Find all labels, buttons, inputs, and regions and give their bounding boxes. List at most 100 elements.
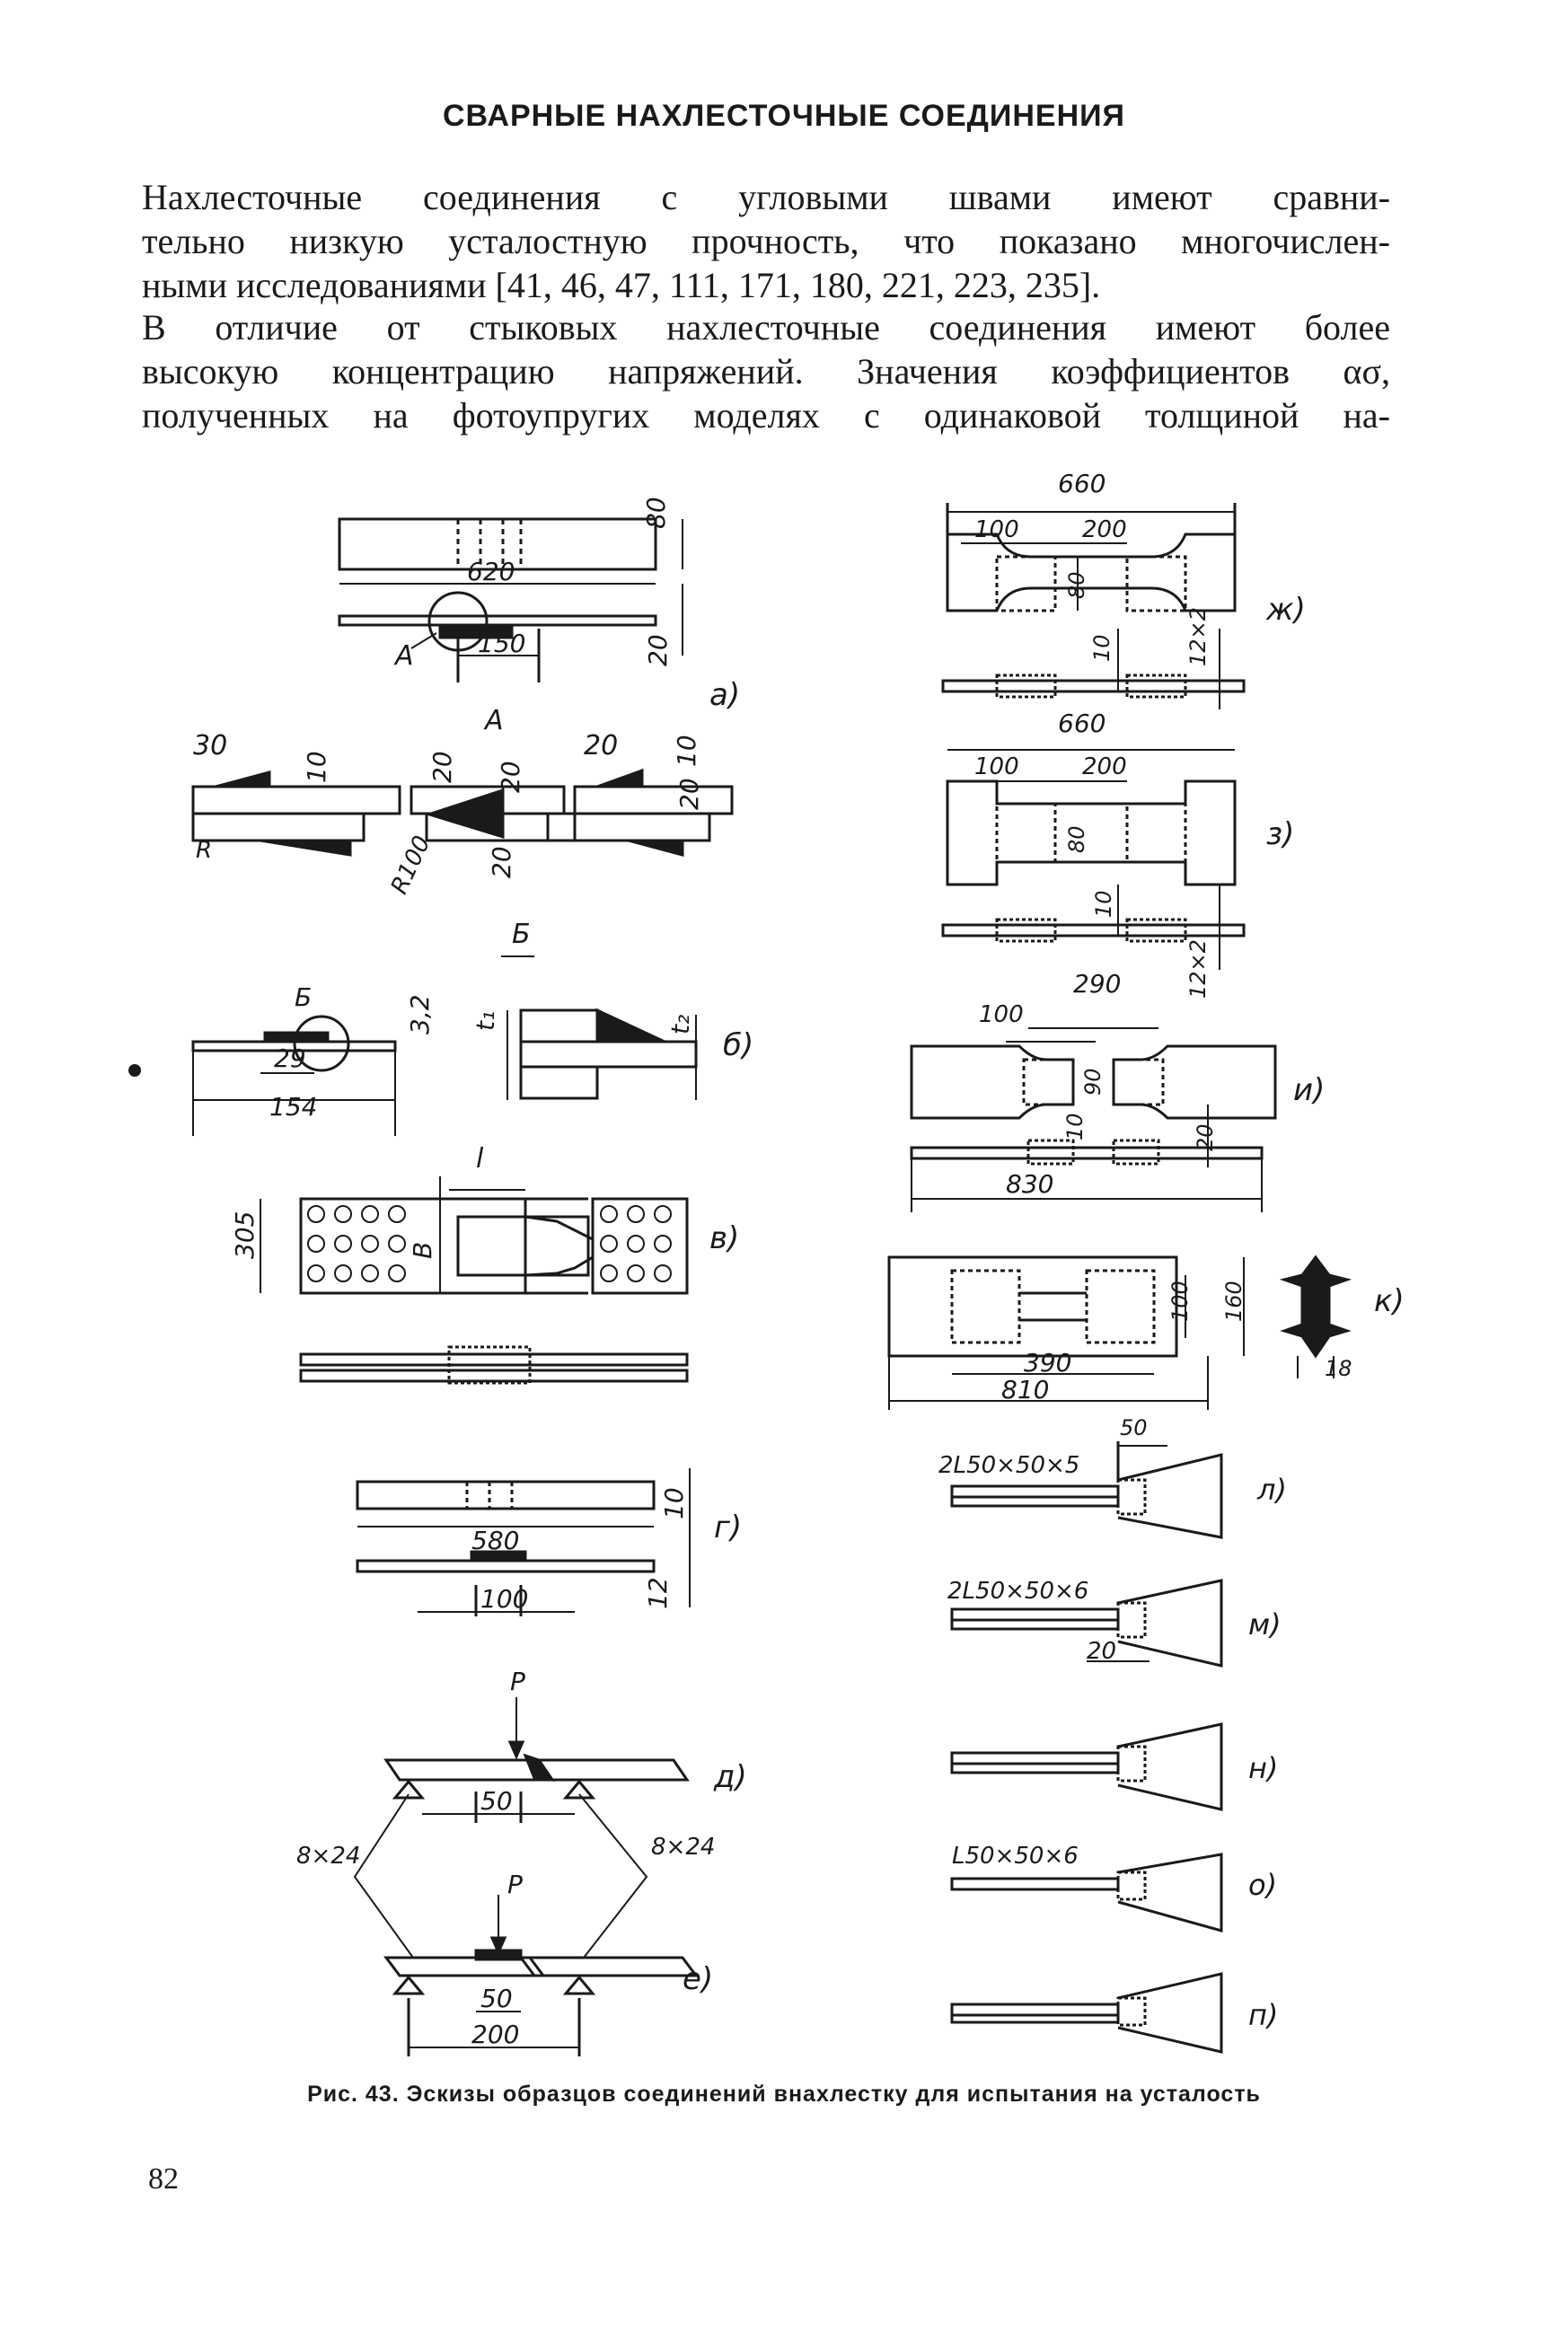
margin-dot bbox=[128, 1064, 141, 1077]
dim-label: 10 bbox=[1091, 890, 1116, 918]
dim-label: 20 bbox=[487, 846, 516, 878]
dim-label: 29 bbox=[274, 1043, 306, 1073]
panel-label: и) bbox=[1293, 1072, 1325, 1108]
dim-label: 100 bbox=[979, 1001, 1024, 1028]
dim-label: 810 bbox=[1001, 1375, 1049, 1404]
paragraph-line: ными исследованиями [41, 46, 47, 111, 17… bbox=[142, 265, 1101, 305]
panel-i-drawing bbox=[910, 1027, 1277, 1212]
panel-label: м) bbox=[1248, 1607, 1282, 1642]
dim-label: 2L50×50×5 bbox=[938, 1452, 1079, 1479]
dim-label: 10 bbox=[1062, 1113, 1088, 1140]
dim-label: 100 bbox=[974, 753, 1019, 780]
bolt-holes-right bbox=[600, 1205, 672, 1282]
dim-label: 154 bbox=[269, 1092, 317, 1122]
panel-o-drawing bbox=[950, 1853, 1223, 1932]
dim-label: 660 bbox=[1058, 709, 1106, 738]
dim-label: 8×24 bbox=[651, 1834, 715, 1861]
section-heading: СВАРНЫЕ НАХЛЕСТОЧНЫЕ СОЕДИНЕНИЯ bbox=[442, 99, 1125, 133]
dim-label: 580 bbox=[471, 1526, 519, 1555]
dim-label: 10 bbox=[672, 735, 701, 767]
dim-label: 160 bbox=[1221, 1281, 1246, 1322]
panel-z-drawing bbox=[941, 749, 1246, 970]
dim-label: 50 bbox=[1120, 1415, 1148, 1440]
panel-label: к) bbox=[1374, 1283, 1405, 1319]
paragraph-line: Нахлесточные соединения с угловыми швами… bbox=[142, 177, 1390, 217]
paragraph-line: В отличие от стыковых нахлесточные соеди… bbox=[142, 307, 1390, 348]
panel-label: н) bbox=[1248, 1751, 1278, 1785]
dim-label: 20 bbox=[427, 751, 457, 783]
dim-label: R100 bbox=[386, 832, 436, 898]
dim-label: 10 bbox=[659, 1487, 689, 1519]
panel-l-drawing bbox=[950, 1441, 1223, 1539]
page-number: 82 bbox=[148, 2162, 179, 2196]
dim-label: 100 bbox=[974, 516, 1019, 543]
dim-label: 80 bbox=[641, 497, 671, 529]
dim-label: 50 bbox=[480, 1786, 513, 1816]
dim-label: 150 bbox=[478, 629, 525, 658]
panel-k-drawing bbox=[887, 1255, 1352, 1410]
panel-label: д) bbox=[713, 1759, 747, 1795]
dim-label: А bbox=[483, 705, 504, 736]
panel-v-drawing bbox=[260, 1176, 689, 1385]
detail-a-drawing bbox=[191, 768, 734, 857]
paragraph-2: В отличие от стыковых нахлесточные соеди… bbox=[142, 305, 1390, 437]
panel-m-drawing bbox=[950, 1579, 1223, 1668]
dim-label: 10 bbox=[302, 751, 331, 783]
dim-label: 12×2 bbox=[1185, 607, 1211, 666]
dim-label: 290 bbox=[1073, 969, 1121, 999]
paragraph-1: Нахлесточные соединения с угловыми швами… bbox=[142, 175, 1390, 307]
dim-label: 20 bbox=[1193, 1123, 1218, 1151]
dim-label: L50×50×6 bbox=[952, 1843, 1079, 1870]
panel-a-drawing bbox=[338, 517, 683, 682]
dim-label: А bbox=[393, 640, 414, 672]
dim-label: P bbox=[507, 1870, 523, 1899]
dim-label: 80 bbox=[1064, 825, 1089, 853]
dim-label: B bbox=[408, 1242, 437, 1259]
dim-label: t₁ bbox=[471, 1011, 500, 1031]
dim-label: 30 bbox=[193, 730, 227, 762]
dim-label: 305 bbox=[230, 1211, 260, 1259]
panel-p-drawing bbox=[950, 1972, 1223, 2054]
dim-label: 100 bbox=[480, 1584, 528, 1614]
panel-zh-drawing bbox=[941, 503, 1246, 709]
dim-label: 20 bbox=[674, 778, 704, 810]
panel-label: л) bbox=[1256, 1473, 1287, 1507]
dim-label: Б bbox=[295, 982, 312, 1012]
panel-label: о) bbox=[1248, 1868, 1277, 1902]
panel-d-drawing bbox=[353, 1697, 690, 1959]
paragraph-line: высокую концентрацию напряжений. Значени… bbox=[142, 351, 1390, 392]
panel-label: в) bbox=[709, 1220, 739, 1256]
panel-b-drawing bbox=[191, 955, 698, 1136]
dim-label: 2L50×50×6 bbox=[947, 1578, 1088, 1605]
dim-label: 20 bbox=[643, 634, 673, 666]
panel-e-drawing bbox=[383, 1895, 699, 2056]
dim-label: 620 bbox=[467, 557, 515, 586]
paragraph-line: тельно низкую усталостную прочность, что… bbox=[142, 221, 1390, 261]
paragraph-line: полученных на фотоупругих моделях с один… bbox=[142, 395, 1390, 436]
dim-label: 20 bbox=[496, 761, 525, 793]
dim-label: 10 bbox=[1089, 634, 1114, 662]
bolt-holes-left bbox=[307, 1205, 406, 1282]
dim-label: 50 bbox=[480, 1984, 513, 2013]
dim-label: 390 bbox=[1024, 1348, 1071, 1378]
dim-label: 80 bbox=[1064, 571, 1089, 599]
dim-label: 200 bbox=[1082, 516, 1127, 543]
dim-label: 12×2 bbox=[1185, 939, 1211, 999]
dim-label: 20 bbox=[1087, 1638, 1116, 1665]
dim-label: l bbox=[476, 1143, 484, 1175]
dim-label: 200 bbox=[1082, 753, 1127, 780]
dim-label: 3,2 bbox=[405, 994, 435, 1034]
dim-label: 12 bbox=[643, 1577, 673, 1609]
panel-label: а) bbox=[709, 677, 740, 713]
panel-label: е) bbox=[683, 1961, 713, 1997]
panel-label: з) bbox=[1266, 816, 1294, 852]
panel-label: г) bbox=[714, 1510, 742, 1545]
dim-label: Б bbox=[512, 919, 531, 950]
dim-label: 660 bbox=[1058, 469, 1106, 498]
panel-label: п) bbox=[1248, 1998, 1278, 2032]
panel-n-drawing bbox=[950, 1722, 1223, 1811]
dim-label: 20 bbox=[584, 730, 618, 762]
dim-label: 90 bbox=[1080, 1068, 1106, 1096]
dim-label: t₂ bbox=[665, 1015, 695, 1034]
